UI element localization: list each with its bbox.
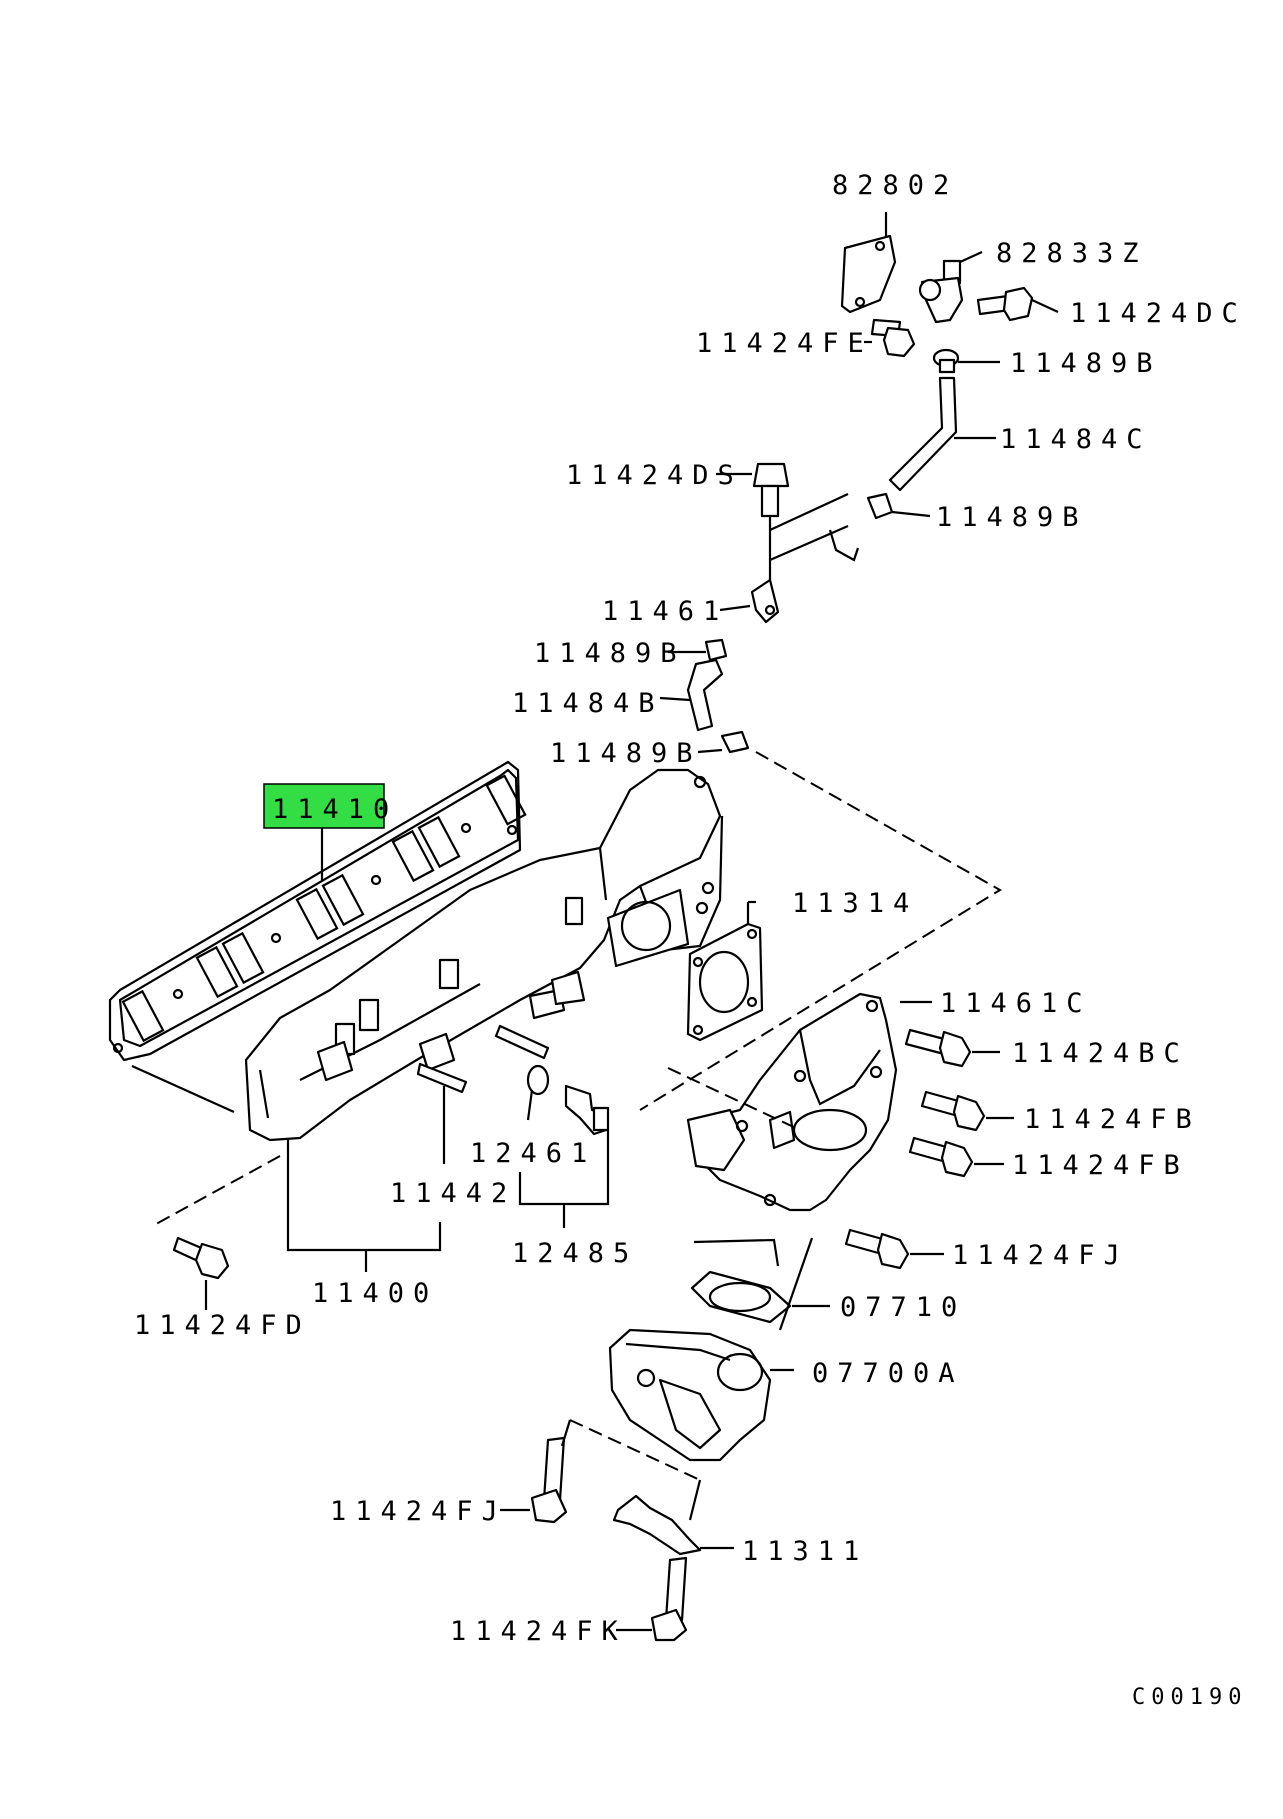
bracket-82802[interactable] — [840, 234, 897, 314]
gasket-11410[interactable] — [108, 760, 527, 1062]
bolt-11424dc[interactable] — [976, 286, 1034, 322]
hose-11484b[interactable] — [686, 658, 724, 732]
clamp-11489b-3[interactable] — [704, 638, 728, 662]
label-11314[interactable]: 11314 — [792, 888, 918, 919]
bolt-11424fk[interactable] — [650, 1556, 688, 1642]
label-11461c[interactable]: 11461C — [940, 988, 1092, 1019]
bolt-11424fj-1[interactable] — [844, 1228, 910, 1270]
bolt-11424fb-1[interactable] — [920, 1090, 986, 1132]
part-labels: 82802 82833Z 11424DC 11424FE 11489B 1148… — [134, 170, 1247, 1710]
label-11410[interactable]: 11410 — [272, 794, 398, 825]
label-11489b-3[interactable]: 11489B — [534, 638, 686, 669]
label-82802[interactable]: 82802 — [832, 170, 958, 201]
label-11424fe[interactable]: 11424FE — [696, 328, 873, 359]
bolt-11424bc[interactable] — [904, 1028, 972, 1068]
label-11489b-1[interactable]: 11489B — [1010, 348, 1162, 379]
label-11461[interactable]: 11461 — [602, 596, 728, 627]
label-11424ds[interactable]: 11424DS — [566, 460, 743, 491]
pipe-11461[interactable] — [750, 578, 780, 624]
label-11489b-4[interactable]: 11489B — [550, 738, 702, 769]
label-11424fj-2[interactable]: 11424FJ — [330, 1496, 507, 1527]
label-11442[interactable]: 11442 — [390, 1178, 516, 1209]
label-12485[interactable]: 12485 — [512, 1238, 638, 1269]
label-11489b-2[interactable]: 11489B — [936, 502, 1088, 533]
gasket-11314[interactable] — [686, 922, 764, 1042]
hose-11484c[interactable] — [888, 376, 958, 492]
label-11484b[interactable]: 11484B — [512, 688, 664, 719]
label-11424fb-2[interactable]: 11424FB — [1012, 1150, 1189, 1181]
highlight-box-11410 — [263, 783, 385, 829]
bolt-11424fe[interactable] — [870, 318, 916, 358]
label-11424fk[interactable]: 11424FK — [450, 1616, 627, 1647]
label-07710[interactable]: 07710 — [840, 1292, 966, 1323]
intake-manifold-11400[interactable] — [244, 768, 724, 1142]
label-11484c[interactable]: 11484C — [1000, 424, 1152, 455]
diagram-code: C00190 — [1132, 1685, 1247, 1710]
label-11400[interactable]: 11400 — [312, 1278, 438, 1309]
leader-lines — [204, 212, 1059, 1632]
label-11311[interactable]: 11311 — [742, 1536, 868, 1567]
label-12461[interactable]: 12461 — [470, 1138, 596, 1169]
bolt-11424ds[interactable] — [752, 462, 790, 518]
label-11424fb-1[interactable]: 11424FB — [1024, 1104, 1201, 1135]
pipe-bracket — [768, 493, 860, 580]
gasket-07710[interactable] — [690, 1270, 792, 1324]
clamp-11489b-1[interactable] — [932, 348, 960, 374]
bolt-11424fb-2[interactable] — [908, 1136, 974, 1178]
clamp-11489b-2[interactable] — [866, 492, 894, 520]
label-11424bc[interactable]: 11424BC — [1012, 1038, 1189, 1069]
stud-11442[interactable] — [416, 1062, 468, 1094]
label-82833z[interactable]: 82833Z — [996, 238, 1148, 269]
throttle-body-07700a[interactable] — [608, 1328, 772, 1462]
label-11424fd[interactable]: 11424FD — [134, 1310, 311, 1341]
label-11424fj-1[interactable]: 11424FJ — [952, 1240, 1129, 1271]
bracket-11311[interactable] — [612, 1494, 702, 1556]
sensor-12485[interactable] — [564, 1084, 610, 1136]
stud-12485-a[interactable] — [494, 1024, 550, 1060]
assembly-lines — [131, 751, 1002, 1521]
sensor-82833z[interactable] — [918, 259, 964, 324]
oring-12461[interactable] — [526, 1064, 550, 1096]
intake-pipe-11461c[interactable] — [686, 992, 898, 1212]
label-11424dc[interactable]: 11424DC — [1070, 298, 1247, 329]
clamp-11489b-4[interactable] — [720, 730, 750, 754]
bolt-11424fj-2[interactable] — [530, 1436, 568, 1524]
bolt-11424fd[interactable] — [172, 1236, 230, 1280]
label-07700a[interactable]: 07700A — [812, 1358, 964, 1389]
